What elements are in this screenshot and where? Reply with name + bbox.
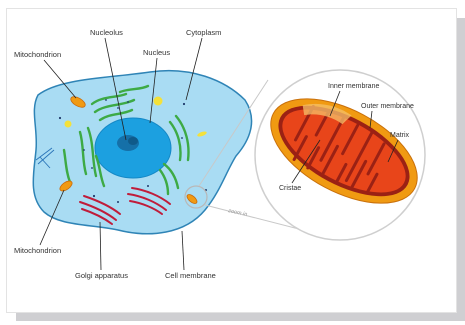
label-golgi: Golgi apparatus (75, 271, 128, 280)
label-cytoplasm: Cytoplasm (186, 28, 221, 37)
zoom-label: zoom in (227, 208, 248, 218)
label-matrix: Matrix (390, 132, 410, 139)
label-nucleolus: Nucleolus (90, 28, 123, 37)
label-cristae: Cristae (279, 185, 301, 192)
label-cell-membrane: Cell membrane (165, 271, 216, 280)
label-mitochondrion-bottom: Mitochondrion (14, 246, 61, 255)
label-nucleus: Nucleus (143, 48, 170, 57)
label-mitochondrion-top: Mitochondrion (14, 50, 61, 59)
nucleolus-shade (128, 137, 138, 145)
leader-golgi (100, 222, 101, 270)
label-outer-membrane: Outer membrane (361, 103, 414, 110)
label-inner-membrane: Inner membrane (328, 83, 379, 90)
leader-cell-membrane (182, 231, 184, 270)
